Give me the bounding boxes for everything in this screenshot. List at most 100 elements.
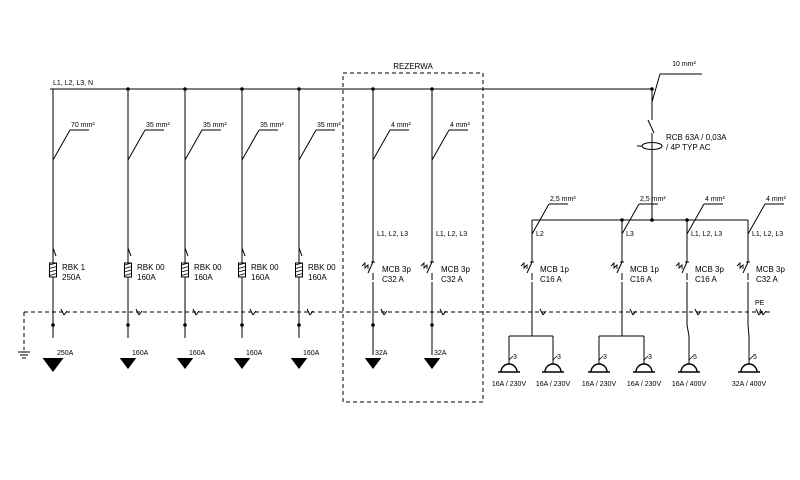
socket-outlet (678, 350, 700, 373)
feeder-output: 160A (132, 350, 149, 357)
socket-rating: 16A / 230V (536, 381, 571, 388)
switch-mark (135, 308, 140, 316)
rcd-blade (647, 119, 655, 134)
output-terminal (42, 358, 64, 372)
feeder-name: RBK 1 (62, 263, 86, 272)
feeder-rating: 160A (308, 273, 327, 282)
phase-label: L1, L2, L3 (377, 231, 408, 238)
socket-arc (500, 363, 518, 373)
pe-label: PE (755, 300, 765, 307)
fuse-hatch (124, 262, 132, 266)
feeder-output: 160A (189, 350, 206, 357)
output-terminal (290, 358, 308, 369)
pe-switch (539, 308, 547, 316)
feeder-name: RBK 00 (137, 263, 165, 272)
socket-count: 3 (513, 354, 517, 361)
pe-switch (755, 308, 763, 316)
cable-leader (52, 129, 71, 161)
cable-leader (431, 129, 450, 161)
phase-label: L3 (626, 231, 634, 238)
pe-switch (135, 308, 143, 316)
switch-mark (539, 308, 544, 316)
feeder-switch (127, 247, 132, 257)
fuse-hatch (49, 273, 57, 276)
junction-dot (297, 323, 301, 327)
socket-outlet (588, 350, 610, 373)
switch-mark (138, 310, 143, 316)
fuse-hatch (238, 262, 246, 266)
junction-dot (126, 323, 130, 327)
mcb-name: MCB 3p (756, 265, 785, 274)
switch-mark (63, 310, 68, 316)
fuse-hatch (181, 266, 189, 269)
socket-tick (508, 355, 514, 361)
feeder-output: 160A (303, 350, 320, 357)
cable-leader (372, 129, 391, 161)
socket-tick (748, 355, 754, 361)
switch-mark (694, 308, 699, 316)
mcb-trip-mark (736, 261, 744, 270)
pe-switch (60, 308, 68, 316)
mcb-trip-mark (675, 261, 683, 270)
fuse-hatch (124, 273, 132, 276)
socket-rating: 16A / 230V (582, 381, 617, 388)
rcd-cable-leader (651, 73, 661, 103)
feeder-output: 160A (246, 350, 263, 357)
switch-mark (192, 308, 197, 316)
fuse-hatch (181, 269, 189, 273)
phase-label: L1, L2, L3 (436, 231, 467, 238)
cable-size: 35 mm² (146, 122, 170, 129)
switch-mark (306, 308, 311, 316)
mcb-name: MCB 3p (695, 265, 724, 274)
mcb-trip-mark (361, 261, 369, 270)
rcd-core (641, 142, 663, 150)
feeder-name: RBK 00 (251, 263, 279, 272)
mcb-blade (367, 261, 374, 274)
socket-tick (688, 355, 694, 361)
switch-mark (380, 308, 385, 316)
mcb-symbol (361, 258, 375, 280)
feeder-rating: 160A (251, 273, 270, 282)
junction-dot (126, 87, 130, 91)
cable-size: 4 mm² (450, 122, 471, 129)
mcb-rating: C32 A (756, 275, 778, 284)
cable-leader (747, 203, 766, 235)
fuse-hatch (181, 262, 189, 266)
junction-dot (430, 323, 434, 327)
cable-size: 2,5 mm² (550, 196, 576, 203)
socket-outlet (633, 350, 655, 373)
phase-label: L1, L2, L3 (691, 231, 722, 238)
feeder-rating: 160A (137, 273, 156, 282)
cable-leader (241, 129, 260, 161)
mcb-symbol (420, 258, 434, 280)
feeder-switch (52, 247, 57, 257)
phase-label: L1, L2, L3 (752, 231, 783, 238)
fuse-hatch (238, 273, 246, 276)
junction-dot (183, 323, 187, 327)
socket-arc (590, 363, 608, 373)
reserve-label: REZERWA (393, 62, 433, 71)
socket-tick (643, 355, 649, 361)
socket-rating: 16A / 230V (627, 381, 662, 388)
reserve-output: 32A (434, 350, 447, 357)
socket-outlet (542, 350, 564, 373)
cable-leader (127, 129, 146, 161)
mcb-rating: C32 A (382, 275, 404, 284)
pe-switch (192, 308, 200, 316)
fuse-hatch (295, 269, 303, 273)
fuse-hatch (181, 273, 189, 276)
junction-dot (371, 323, 375, 327)
cable-leader (621, 203, 640, 235)
socket-rating: 32A / 400V (732, 381, 767, 388)
switch-mark (442, 310, 447, 316)
rcd-label: RCB 63A / 0,03A (666, 133, 727, 142)
feeder-name: RBK 00 (194, 263, 222, 272)
socket-tick (552, 355, 558, 361)
pe-switch (629, 308, 637, 316)
switch-mark (762, 310, 767, 316)
switch-mark (249, 308, 254, 316)
output-terminal (423, 358, 441, 369)
mcb-blade (742, 261, 749, 274)
fuse-hatch (295, 266, 303, 269)
